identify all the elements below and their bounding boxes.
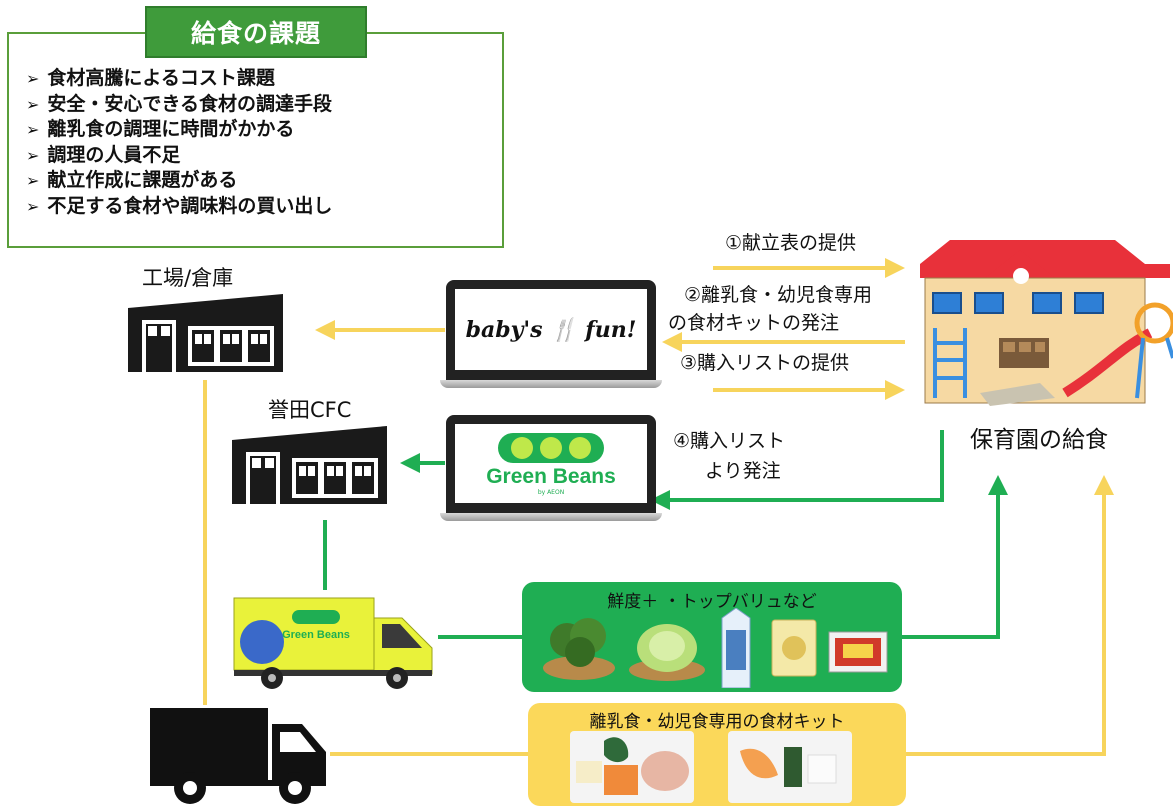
truck-icon — [150, 708, 326, 804]
cabbage-icon — [629, 624, 705, 681]
food-kit-tray-2-icon — [728, 731, 852, 803]
list-item: 安全・安心できる食材の調達手段 — [26, 92, 332, 118]
babysfun-laptop: baby's 🍴 fun! — [440, 280, 662, 388]
issues-title: 給食の課題 — [145, 6, 367, 58]
arrow-step4 — [650, 430, 944, 510]
list-item: 調理の人員不足 — [26, 143, 332, 169]
milk-carton-icon — [721, 608, 751, 688]
baby-food-kit-title: 離乳食・幼児食専用の食材キット — [589, 712, 845, 732]
nursery-school-icon — [920, 240, 1173, 406]
issues-list: 食材高騰によるコスト課題 安全・安心できる食材の調達手段 離乳食の調理に時間がか… — [26, 66, 332, 219]
truck-logo-text: Green Beans — [282, 629, 350, 641]
step3-label: ③購入リストの提供 — [680, 352, 850, 374]
natto-pack-icon — [828, 631, 888, 673]
list-item: 食材高騰によるコスト課題 — [26, 66, 332, 92]
laptop-base — [440, 380, 662, 388]
babysfun-logo: baby's 🍴 fun! — [465, 316, 637, 343]
nursery-label: 保育園の給食 — [970, 427, 1108, 453]
step2-label-line2: の食材キットの発注 — [668, 312, 840, 334]
list-item: 献立作成に課題がある — [26, 168, 332, 194]
list-item: 離乳食の調理に時間がかかる — [26, 117, 332, 143]
kinako-bag-icon — [771, 619, 817, 677]
fresh-products-panel: 鮮度＋ ・トップバリュなど — [522, 582, 902, 692]
greenbeans-laptop: Green Beans by AEON — [440, 415, 662, 521]
step4-label-line2: より発注 — [705, 460, 781, 482]
cfc-label: 誉田CFC — [268, 398, 352, 422]
fresh-products-title: 鮮度＋ ・トップバリュなど — [607, 592, 817, 612]
greenbeans-logo: Green Beans — [486, 465, 616, 488]
cfc-warehouse-icon — [232, 426, 387, 504]
baby-food-kit-panel: 離乳食・幼児食専用の食材キット — [528, 703, 906, 806]
greenbeans-pea-icon — [498, 433, 604, 463]
step1-label: ①献立表の提供 — [725, 232, 857, 254]
broccoli-icon — [543, 618, 615, 680]
greenbeans-truck-icon: Green Beans — [233, 597, 433, 689]
food-kit-tray-1-icon — [570, 731, 694, 803]
greenbeans-sub: by AEON — [537, 489, 565, 496]
laptop-base — [440, 513, 662, 521]
factory-icon — [128, 294, 283, 372]
step2-label-line1: ②離乳食・幼児食専用 — [684, 284, 873, 306]
step4-label-line1: ④購入リスト — [673, 430, 786, 452]
factory-label: 工場/倉庫 — [142, 266, 234, 290]
list-item: 不足する食材や調味料の買い出し — [26, 194, 332, 220]
